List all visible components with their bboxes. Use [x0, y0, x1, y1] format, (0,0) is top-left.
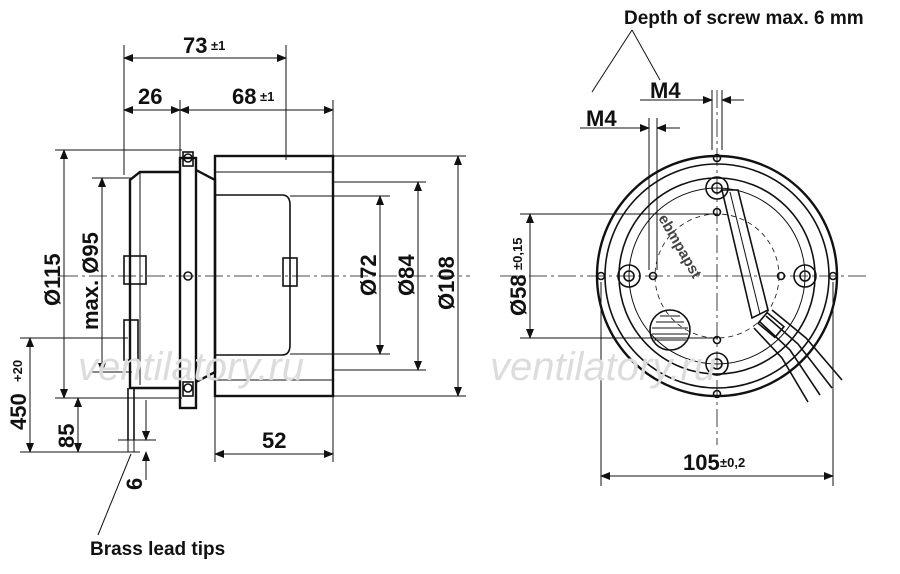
flange-nut-top — [182, 151, 194, 167]
screw-boss-bottom — [705, 352, 729, 376]
hole-left — [596, 271, 606, 281]
dim-width-52: 52 — [262, 428, 286, 453]
dim-diameter-108: Ø108 — [434, 256, 459, 310]
screw-boss-top — [705, 176, 729, 200]
dim-width-105: 105 — [683, 450, 720, 475]
dim-front-depth: 26 — [138, 84, 162, 109]
label-m4-lower: M4 — [586, 106, 617, 131]
flange-screw-top — [183, 153, 193, 163]
dim-lead-85: 85 — [54, 424, 79, 448]
dim-diameter-115: Ø115 — [40, 253, 65, 306]
screw-boss-right — [793, 264, 817, 288]
dim-diameter-58: Ø58 — [506, 274, 531, 316]
hub-cap — [282, 257, 298, 287]
dim-lead-length-tol: +20 — [10, 360, 25, 382]
label-m4-upper: M4 — [650, 78, 681, 103]
dim-diameter-58-tol: ±0,15 — [510, 238, 525, 270]
front-view: ebmpapst Depth of screw max. 6 mm M4 M4 … — [490, 8, 870, 486]
cable-channel — [720, 189, 769, 320]
flange-screw-mid — [183, 271, 193, 281]
note-screw-depth: Depth of screw max. 6 mm — [624, 8, 864, 29]
rotor-hub — [215, 194, 291, 356]
dim-width-105-tol: ±0,2 — [720, 455, 745, 470]
side-view: 73 ±1 26 68 ±1 Ø115 max. Ø95 Ø72 Ø84 Ø10… — [6, 33, 470, 560]
dim-body-length-tol: ±1 — [260, 89, 274, 104]
connector-block — [123, 255, 147, 285]
dim-lead-6: 6 — [122, 478, 147, 490]
electronics-housing — [128, 170, 180, 390]
connector-grille — [649, 309, 691, 351]
mounting-flange — [178, 156, 198, 410]
flange-nut-bottom — [182, 381, 194, 397]
watermark-left: ventilatory.ru — [78, 345, 304, 389]
housing-ring — [618, 177, 816, 375]
screw-boss-left — [617, 264, 641, 288]
flange-screw-bottom — [183, 383, 193, 393]
dim-overall-length: 73 — [183, 33, 207, 58]
dim-diameter-84: Ø84 — [394, 254, 419, 296]
hole-bottom — [712, 389, 722, 399]
dim-overall-length-tol: ±1 — [211, 38, 225, 53]
dim-diameter-72: Ø72 — [356, 254, 381, 296]
hole-right — [828, 271, 838, 281]
lead-outlet — [123, 319, 139, 361]
note-brass-lead-tips: Brass lead tips — [90, 539, 225, 560]
dim-body-length: 68 — [232, 84, 256, 109]
watermark-right: ventilatory.ru — [490, 345, 716, 389]
dim-diameter-max95: max. Ø95 — [78, 232, 103, 330]
dim-lead-length: 450 — [6, 393, 31, 430]
hole-top — [712, 153, 722, 163]
impeller-cylinder — [213, 154, 335, 398]
lead-cables — [753, 309, 843, 403]
